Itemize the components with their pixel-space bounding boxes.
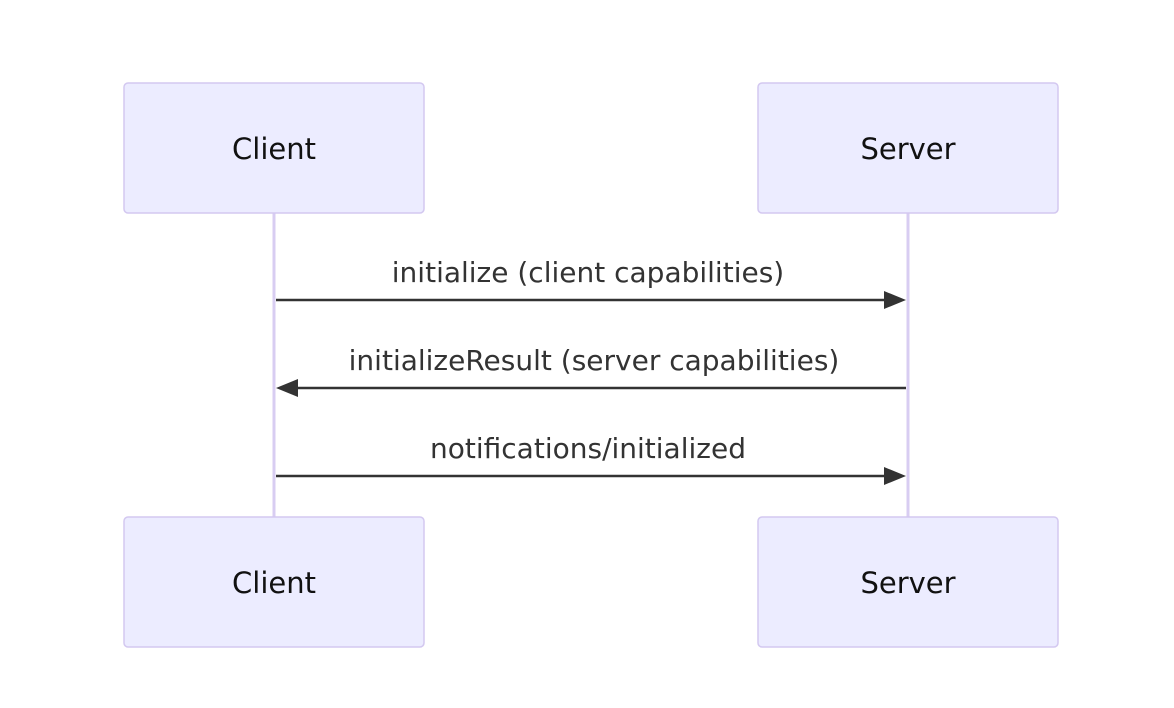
message-initialize: initialize (client capabilities) xyxy=(276,256,906,309)
actor-server-bottom: Server xyxy=(757,516,1059,648)
message-initialize-arrowhead xyxy=(884,291,906,309)
actor-client-bottom-label: Client xyxy=(232,566,316,600)
message-notifications-initialized-arrowhead xyxy=(884,467,906,485)
actor-client-bottom: Client xyxy=(123,516,425,648)
message-initialize-result: initializeResult (server capabilities) xyxy=(276,344,906,397)
message-notifications-initialized-label: notifications/initialized xyxy=(430,432,746,465)
actor-client-top-box xyxy=(123,82,425,214)
message-notifications-initialized: notifications/initialized xyxy=(276,432,906,485)
actor-client-top: Client xyxy=(123,82,425,214)
message-initialize-result-label: initializeResult (server capabilities) xyxy=(349,344,840,377)
actor-client-bottom-box xyxy=(123,516,425,648)
message-initialize-result-arrowhead xyxy=(276,379,298,397)
actor-server-top-label: Server xyxy=(860,132,955,166)
actor-client-top-label: Client xyxy=(232,132,316,166)
actor-server-top-box xyxy=(757,82,1059,214)
actor-server-bottom-box xyxy=(757,516,1059,648)
message-initialize-label: initialize (client capabilities) xyxy=(392,256,784,289)
actor-server-bottom-label: Server xyxy=(860,566,955,600)
actor-server-top: Server xyxy=(757,82,1059,214)
